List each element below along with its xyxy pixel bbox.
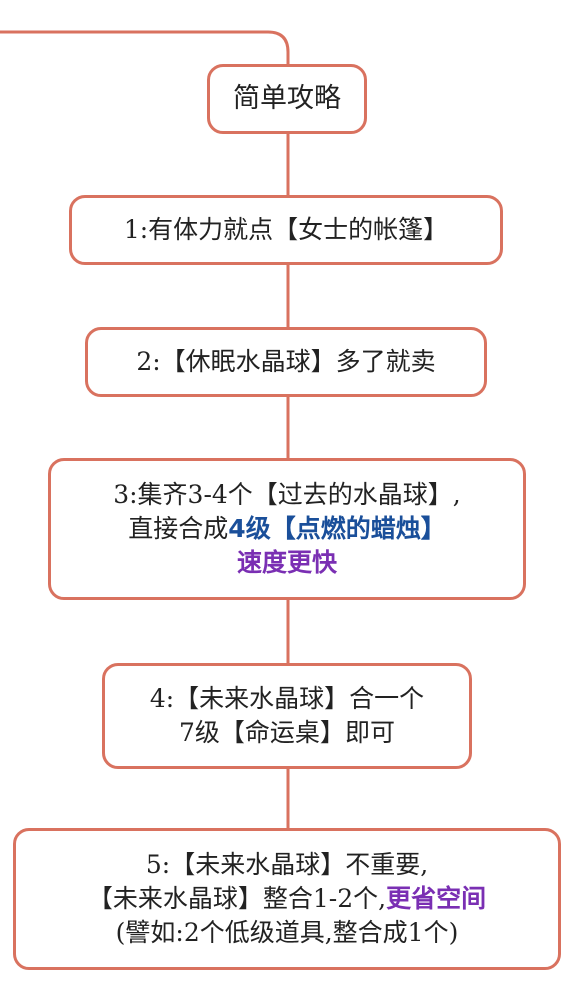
- step-3-line-2-text: 直接合成: [128, 514, 229, 543]
- incoming-branch-line: [0, 30, 290, 66]
- step-5-line-2-text: 【未来水晶球】整合1-2个,: [87, 884, 387, 913]
- step-5-line-3: (譬如:2个低级道具,整合成1个): [115, 918, 459, 947]
- step-5-line-2: 【未来水晶球】整合1-2个,更省空间: [88, 882, 486, 916]
- step-2-text: 2:【休眠水晶球】多了就卖: [136, 347, 436, 376]
- step-3-line-1: 3:集齐3-4个【过去的水晶球】,: [113, 480, 461, 509]
- root-title: 简单攻略: [233, 82, 341, 114]
- step-5-node[interactable]: 5:【未来水晶球】不重要, 【未来水晶球】整合1-2个,更省空间 (譬如:2个低…: [13, 828, 561, 970]
- root-node[interactable]: 简单攻略: [207, 64, 367, 134]
- step-1-text: 1:有体力就点【女士的帐篷】: [123, 215, 449, 244]
- step-3-highlight-blue: 4级【点燃的蜡烛】: [228, 514, 446, 543]
- step-4-node[interactable]: 4:【未来水晶球】合一个 7级【命运桌】即可: [102, 663, 472, 769]
- step-4-line-2: 7级【命运桌】即可: [179, 718, 395, 747]
- step-3-highlight-purple: 速度更快: [236, 548, 337, 577]
- step-5-highlight-purple: 更省空间: [386, 884, 487, 913]
- step-5-line-1: 5:【未来水晶球】不重要,: [145, 850, 429, 879]
- step-2-node[interactable]: 2:【休眠水晶球】多了就卖: [85, 327, 487, 397]
- step-1-node[interactable]: 1:有体力就点【女士的帐篷】: [69, 195, 503, 265]
- step-3-line-2: 直接合成4级【点燃的蜡烛】: [128, 512, 445, 546]
- step-3-node[interactable]: 3:集齐3-4个【过去的水晶球】, 直接合成4级【点燃的蜡烛】 速度更快: [48, 458, 526, 600]
- step-4-line-1: 4:【未来水晶球】合一个: [149, 684, 425, 713]
